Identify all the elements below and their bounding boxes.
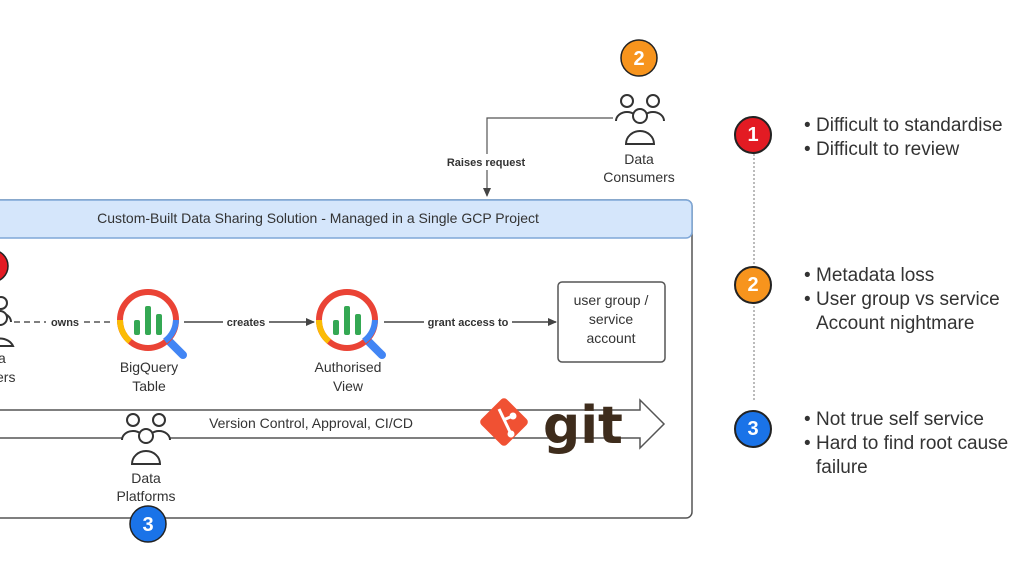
owns-bg	[46, 315, 84, 329]
issue-bullet: User group vs service	[804, 288, 1024, 312]
issue-2: 2 Metadata loss User group vs service Ac…	[728, 254, 1024, 334]
platforms-badge: 3	[129, 505, 167, 543]
issue-1: 1 Difficult to standardise Difficult to …	[728, 104, 1024, 164]
platforms-label-2: Platforms	[116, 488, 175, 504]
owns-label: owns	[51, 317, 79, 329]
producers-label: a	[0, 350, 6, 366]
target-line-3: account	[586, 330, 635, 346]
platforms-label: Data	[131, 470, 161, 486]
issues-panel: 1 Difficult to standardise Difficult to …	[728, 96, 1024, 496]
raises-request-label: Raises request	[447, 157, 526, 169]
target-principal-box	[557, 281, 666, 363]
issue-3-bullets: Not true self service Hard to find root …	[804, 408, 1024, 480]
consumers-label: Data	[624, 151, 654, 167]
issue-bullet: Difficult to review	[804, 138, 1024, 162]
issue-1-bullets: Difficult to standardise Difficult to re…	[804, 114, 1024, 162]
issue-bullet: Metadata loss	[804, 264, 1024, 288]
consumers-label-2: Consumers	[603, 169, 675, 185]
raises-request-bg	[440, 154, 532, 170]
bigquery-table-label: BigQuery	[120, 359, 178, 375]
consumers-group-icon	[615, 94, 665, 145]
creates-bg	[223, 315, 269, 329]
issue-2-bullets: Metadata loss User group vs service Acco…	[804, 264, 1024, 336]
platforms-group-icon	[121, 413, 171, 465]
bigquery-table-label-2: Table	[132, 378, 166, 394]
authorised-view-label-2: View	[333, 378, 364, 394]
pipeline-label: Version Control, Approval, CI/CD	[209, 415, 413, 431]
producers-badge	[0, 251, 9, 281]
project-banner	[0, 199, 693, 239]
banner-title: Custom-Built Data Sharing Solution - Man…	[97, 210, 539, 226]
consumers-badge: 2	[620, 39, 658, 77]
producers-label-2: ers	[0, 369, 15, 385]
issue-2-badge: 2	[734, 266, 772, 304]
issue-bullet: Hard to find root cause	[804, 432, 1024, 456]
producers-group-icon	[0, 296, 15, 347]
authorised-view-label: Authorised	[315, 359, 382, 375]
git-logo-icon	[480, 398, 528, 446]
grant-access-label: grant access to	[428, 317, 509, 329]
creates-label: creates	[227, 317, 266, 329]
authorised-view-icon	[316, 289, 386, 359]
issue-bullet: failure	[816, 457, 868, 478]
svg-text:2: 2	[633, 48, 644, 70]
bigquery-table-icon	[117, 289, 187, 359]
issue-1-badge: 1	[734, 116, 772, 154]
issue-bullet: Difficult to standardise	[804, 114, 1024, 138]
issue-3-badge: 3	[734, 410, 772, 448]
git-wordmark: git	[543, 396, 623, 456]
target-line-2: service	[589, 311, 634, 327]
grant-access-bg	[424, 315, 512, 329]
target-line-1: user group /	[574, 292, 649, 308]
issue-3: 3 Not true self service Hard to find roo…	[728, 398, 1024, 478]
svg-text:3: 3	[142, 514, 153, 536]
issue-bullet: Not true self service	[804, 408, 1024, 432]
issue-bullet: Account nightmare	[816, 313, 975, 334]
